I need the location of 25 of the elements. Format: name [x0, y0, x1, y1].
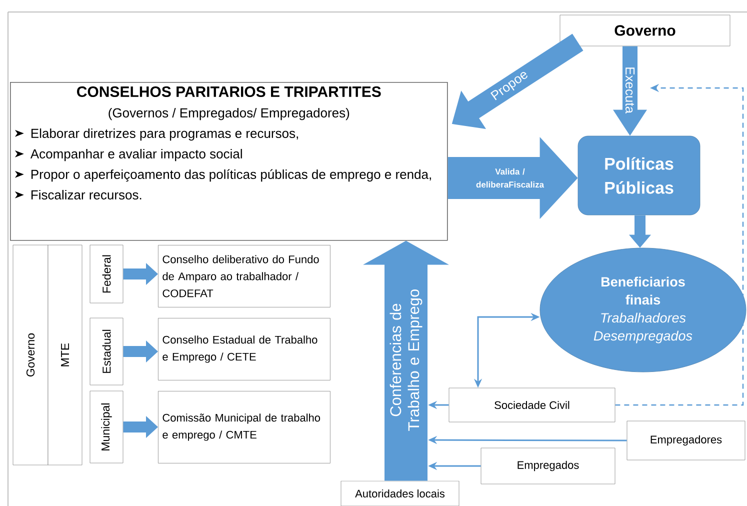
council-box: Conselho deliberativo do Fundo de Amparo ao trabalhador / CODEFAT [158, 245, 330, 308]
block-arrow [613, 46, 647, 136]
society-box: Sociedade Civil [448, 388, 616, 422]
label-box: MTE [48, 244, 82, 466]
policy-box: Políticas Públicas [578, 136, 700, 216]
council-box: Conselho Estadual de Trabalho e Emprego / CETE [158, 318, 330, 380]
employer-box: Empregadores [626, 420, 746, 460]
employee-box: Empregados [480, 448, 616, 484]
edge-label: Executa [625, 68, 635, 114]
label-box: Governo [12, 244, 48, 466]
level-box: Municipal [90, 390, 124, 464]
block-arrow [629, 215, 651, 248]
block-arrow [448, 137, 578, 219]
block-arrow [123, 263, 158, 285]
edge-label: Conferencias de Trabalho e Emprego [390, 289, 422, 431]
council-box: Comissão Municipal de trabalho e emprego / CMTE [158, 391, 330, 464]
government-box: Governo [560, 14, 730, 46]
block-arrow [123, 416, 158, 438]
level-box: Federal [90, 244, 124, 304]
block-arrow [363, 240, 449, 481]
council-box: CONSELHOS PARITARIOS E TRIPARTITES (Governos / Empregados/ Empregadores) Elaborar diretrizes para programas e recursos, Acompanhar e avaliar impacto social Propor o aperfeiçoamento das políticas públicas de emprego e renda, Fiscalizar recursos. [10, 82, 448, 241]
block-arrow [123, 340, 158, 362]
edge-label: Valida / deliberaFiscaliza [476, 168, 544, 188]
level-box: Estadual [90, 318, 124, 386]
authority-box: Autoridades locais [340, 480, 460, 506]
